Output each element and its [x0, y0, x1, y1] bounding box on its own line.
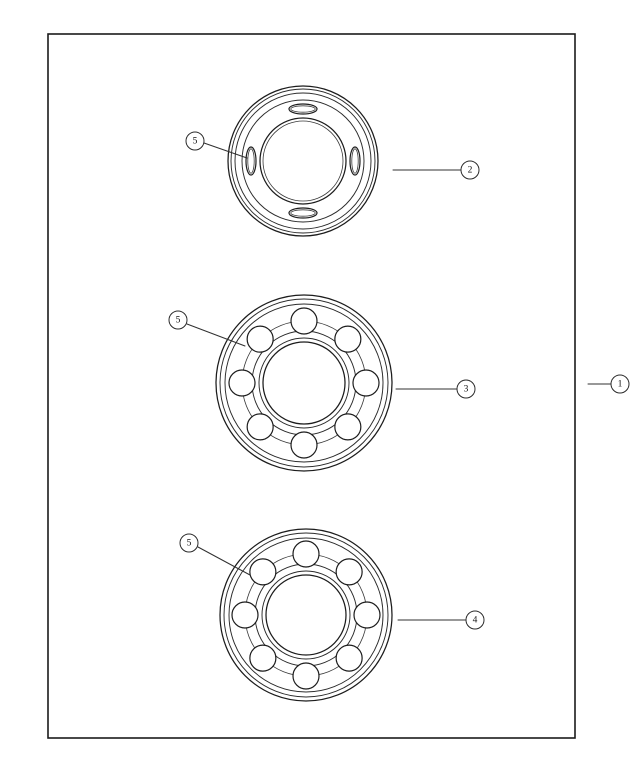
callout-5a-leader-line	[203, 142, 248, 159]
callout-3-balloon[interactable]	[456, 379, 476, 399]
hub-cap-with-oval-slots-ring-1	[227, 85, 379, 237]
bearing-race-upper-ball-4	[334, 413, 362, 441]
callout-3-label: 3	[464, 385, 469, 395]
bearing-race-lower-ring-3	[228, 537, 384, 693]
callout-3[interactable]: 3	[395, 379, 476, 399]
hub-cap-with-oval-slots-bore	[259, 117, 347, 205]
drawing-border	[47, 33, 576, 739]
callout-5a[interactable]: 5	[185, 131, 248, 159]
bearing-race-upper-ball-1	[290, 307, 318, 335]
bearing-race-lower-race-mid	[261, 570, 351, 660]
bearing-race-lower	[219, 528, 393, 702]
callout-5b[interactable]: 5	[168, 310, 246, 347]
callout-5b-label: 5	[176, 316, 181, 326]
bearing-race-upper-bore	[262, 341, 346, 425]
callout-5c-balloon[interactable]	[179, 533, 199, 553]
callout-5a-label: 5	[193, 137, 198, 147]
callout-5c-leader-line	[197, 546, 251, 576]
hub-cap-with-oval-slots	[227, 85, 379, 237]
bearing-race-lower-ring-2	[223, 532, 389, 698]
callout-5c[interactable]: 5	[179, 533, 251, 576]
callout-1-label: 1	[618, 380, 623, 390]
callout-5c-label: 5	[187, 539, 192, 549]
bearing-race-upper-ball-5	[290, 431, 318, 459]
callouts-layer: 1 2 3 4 5 5 5	[168, 131, 630, 630]
bearing-race-lower-ball-3	[353, 601, 381, 629]
callout-2-balloon[interactable]	[460, 160, 480, 180]
hub-cap-with-oval-slots-ring-2	[230, 88, 376, 234]
bearing-race-lower-ball-5	[292, 662, 320, 690]
bearing-race-lower-ball-6	[249, 644, 277, 672]
hub-cap-with-oval-slots-ring-3	[234, 92, 372, 230]
callout-4-balloon[interactable]	[465, 610, 485, 630]
bearing-race-upper-ball-8	[246, 325, 274, 353]
bearing-race-lower-ring-1	[219, 528, 393, 702]
bearing-race-upper-ball-3	[352, 369, 380, 397]
hub-cap-with-oval-slots-ring-4	[241, 99, 365, 223]
bearing-race-upper-ring-3	[224, 303, 384, 463]
hub-cap-with-oval-slots-slot-inner-3	[290, 209, 316, 217]
bearing-race-upper-ball-6	[246, 413, 274, 441]
bearing-race-upper-ball-7	[228, 369, 256, 397]
bearing-race-lower-bore	[265, 574, 347, 656]
hub-cap-with-oval-slots-slot-inner-4	[247, 148, 255, 174]
bearing-race-upper-ring-2	[219, 298, 389, 468]
hub-cap-with-oval-slots-slot-inner-2	[351, 148, 359, 174]
bearing-race-upper	[215, 294, 393, 472]
bearing-race-upper-ring-1	[215, 294, 393, 472]
callout-5b-balloon[interactable]	[168, 310, 188, 330]
bearing-race-lower-ball-2	[335, 558, 363, 586]
bearing-race-lower-ball-8	[249, 558, 277, 586]
bearing-race-lower-ball-4	[335, 644, 363, 672]
callout-5a-balloon[interactable]	[185, 131, 205, 151]
callout-2[interactable]: 2	[392, 160, 480, 180]
callout-5b-leader-line	[186, 323, 246, 347]
hub-cap-with-oval-slots-slot-inner-1	[290, 105, 316, 113]
callout-4[interactable]: 4	[397, 610, 485, 630]
callout-4-label: 4	[473, 616, 478, 626]
bearing-race-lower-ball-7	[231, 601, 259, 629]
figures-layer	[215, 85, 393, 702]
callout-1[interactable]: 1	[587, 374, 630, 394]
bearing-race-lower-ball-1	[292, 540, 320, 568]
callout-1-balloon[interactable]	[610, 374, 630, 394]
hub-cap-with-oval-slots-bore-inner	[262, 120, 344, 202]
bearing-race-upper-race-mid	[258, 337, 350, 429]
bearing-race-upper-ball-2	[334, 325, 362, 353]
callout-2-label: 2	[468, 166, 473, 176]
